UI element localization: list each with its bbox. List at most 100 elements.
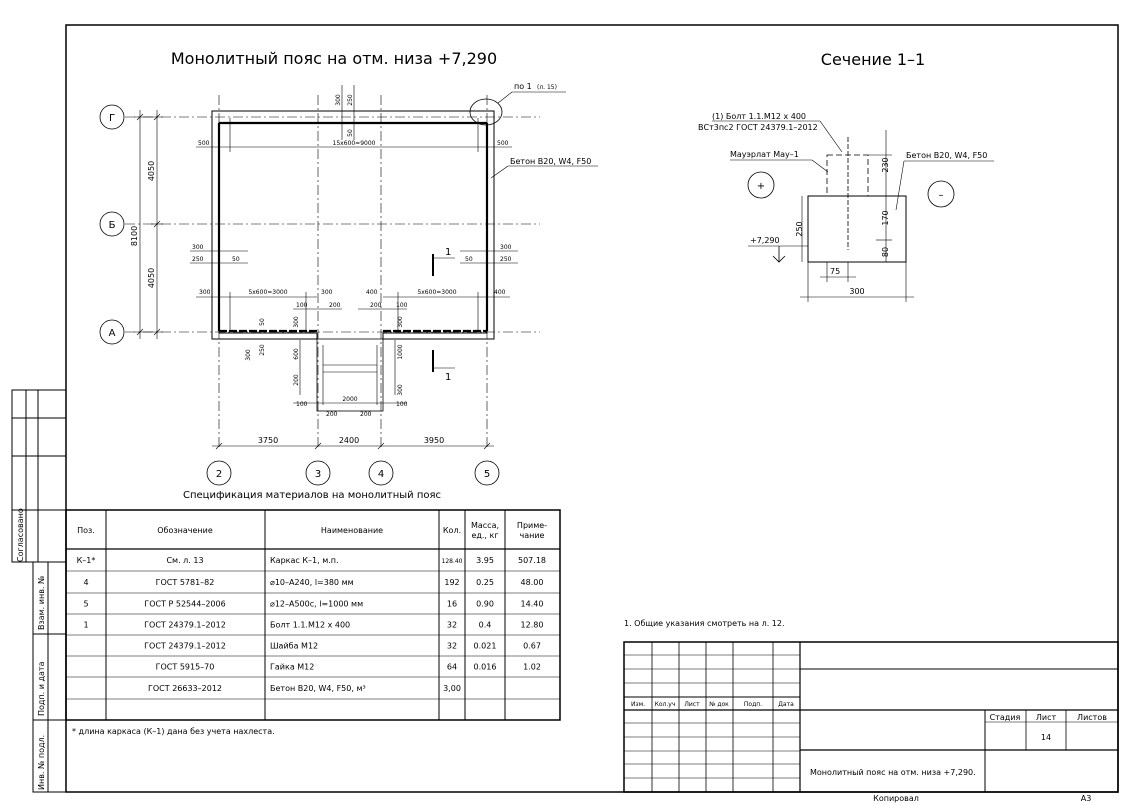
stamp-col-date: Дата — [778, 701, 794, 708]
axis-bubble-2 — [206, 460, 232, 486]
dim-col-2: 2400 — [339, 436, 359, 445]
axis-label-3: 3 — [315, 469, 321, 480]
axis-label-a: А — [109, 328, 116, 339]
spec-cell-note: 507.18 — [518, 556, 546, 565]
spec-cell-designation: ГОСТ Р 52544–2006 — [144, 600, 225, 609]
stamp-drawing-name: Монолитный пояс на отм. низа +7,290. — [810, 768, 976, 777]
dim-top-50: 50 — [347, 129, 354, 137]
dim-b-400-r: 400 — [494, 289, 506, 296]
dim-side-250-l: 250 — [192, 256, 204, 263]
section-concrete-label: Бетон В20, W4, F50 — [906, 151, 987, 160]
dim-b-600: 600 — [293, 348, 300, 360]
left-margin-block — [11, 389, 67, 793]
spec-cell-mass: 0.021 — [474, 642, 497, 651]
spec-header-note-2: чание — [520, 531, 545, 540]
belt-outline — [211, 110, 495, 412]
section-dim-250: 250 — [795, 221, 804, 236]
spec-cell-note: 0.67 — [523, 642, 541, 651]
dim-b-1000: 1000 — [397, 344, 404, 359]
spec-cell-name: Каркас К–1, м.п. — [270, 556, 339, 565]
axis-bubble-5 — [474, 460, 500, 486]
agreed-label: Согласовано — [16, 508, 25, 562]
spec-cell-name: ⌀10–А240, l=380 мм — [270, 578, 354, 587]
section-mauerlat-label: Мауэрлат Мау–1 — [730, 150, 799, 159]
spec-cell-qty: 64 — [447, 663, 457, 672]
dim-rows-total: 8100 — [130, 226, 139, 246]
spec-cell-name: Бетон В20, W4, F50, м³ — [270, 684, 366, 693]
spec-cell-pos: 5 — [83, 600, 88, 609]
stamp-format: А3 — [1081, 794, 1092, 803]
title-block-grid — [623, 641, 1119, 793]
level-arrow-icon — [772, 246, 786, 263]
spec-cell-designation: ГОСТ 5915–70 — [156, 663, 215, 672]
dim-b-100-r: 100 — [396, 302, 408, 309]
axis-bubble-g — [99, 104, 125, 130]
spec-cell-designation: ГОСТ 5781–82 — [156, 578, 215, 587]
spec-header-designation: Обозначение — [157, 526, 213, 535]
dim-b-300-l: 300 — [199, 289, 211, 296]
spec-cell-qty: 3,00 — [443, 684, 461, 693]
dim-b-100-l: 100 — [296, 302, 308, 309]
spec-table-grid — [65, 509, 561, 721]
stamp-col-count: Кол.уч — [655, 701, 676, 708]
spec-cell-pos: 1 — [83, 621, 88, 630]
axis-label-2: 2 — [216, 469, 222, 480]
stamp-col-change: Изм. — [631, 701, 645, 708]
stamp-stage-label: Стадия — [990, 713, 1021, 722]
dim-top-250: 250 — [347, 94, 354, 106]
dim-side-250-r: 250 — [500, 256, 512, 263]
spec-cell-designation: ГОСТ 26633–2012 — [148, 684, 222, 693]
callout-ellipse — [469, 98, 503, 126]
dim-col-3: 3950 — [424, 436, 444, 445]
dim-b-200-bl: 200 — [326, 411, 338, 418]
spec-cell-qty: 192 — [444, 578, 459, 587]
spec-title: Спецификация материалов на монолитный по… — [183, 490, 441, 501]
dim-b-200-l: 200 — [329, 302, 341, 309]
spec-cell-qty: 32 — [447, 642, 457, 651]
dim-b-100-bl: 100 — [296, 401, 308, 408]
dim-b-300-vl: 300 — [293, 316, 300, 328]
bottom-dim-lines — [212, 442, 494, 450]
spec-cell-mass: 3.95 — [476, 556, 494, 565]
callout-label: по 1 — [514, 82, 532, 91]
minus-marker — [927, 180, 955, 208]
dim-b-400-m: 400 — [366, 289, 378, 296]
axis-label-5: 5 — [484, 469, 490, 480]
axis-bubble-b — [99, 211, 125, 237]
section-dim-75: 75 — [830, 267, 840, 276]
dim-b-100-br: 100 — [396, 401, 408, 408]
dim-b-50-l: 50 — [259, 318, 266, 326]
section-mark-top: 1 — [445, 247, 451, 258]
dim-b-200-r: 200 — [370, 302, 382, 309]
dim-top-span: 15х600=9000 — [333, 140, 376, 147]
section-drawing — [800, 130, 914, 302]
dim-row-2: 4050 — [147, 268, 156, 288]
section-title: Сечение 1–1 — [821, 50, 925, 69]
spec-cell-mass: 0.4 — [479, 621, 492, 630]
spec-cell-mass: 0.016 — [474, 663, 497, 672]
axis-label-g: Г — [109, 113, 115, 124]
spec-cell-note: 12.80 — [521, 621, 544, 630]
dim-b-2000: 2000 — [342, 396, 357, 403]
stamp-col-sheet: Лист — [684, 701, 700, 708]
dim-b-300-vl2: 300 — [245, 349, 252, 361]
spec-cell-qty: 16 — [447, 600, 457, 609]
spec-cell-name: Болт 1.1.М12 х 400 — [270, 621, 350, 630]
spec-cell-mass: 0.90 — [476, 600, 494, 609]
plus-marker — [747, 171, 775, 199]
stamp-sheets-label: Листов — [1077, 713, 1107, 722]
minus-sign: – — [939, 190, 944, 201]
spec-cell-name: ⌀12–А500с, l=1000 мм — [270, 600, 363, 609]
spec-headers: Поз. Обозначение Наименование Кол. Масса… — [77, 521, 547, 540]
section-dim-80: 80 — [881, 247, 890, 257]
spec-header-note-1: Приме- — [517, 521, 547, 530]
spec-cell-designation: См. л. 13 — [166, 556, 203, 565]
inv-orig-label: Инв. № подл. — [37, 735, 46, 790]
axis-bubble-a — [99, 319, 125, 345]
dim-b-200-v: 200 — [293, 374, 300, 386]
plan-concrete-label: Бетон В20, W4, F50 — [510, 157, 591, 166]
general-notes: 1. Общие указания смотреть на л. 12. — [624, 619, 785, 628]
dim-bottom-left-span: 5х600=3000 — [248, 289, 287, 296]
section-dim-170: 170 — [881, 210, 890, 225]
spec-header-mass-1: Масса, — [471, 521, 499, 530]
